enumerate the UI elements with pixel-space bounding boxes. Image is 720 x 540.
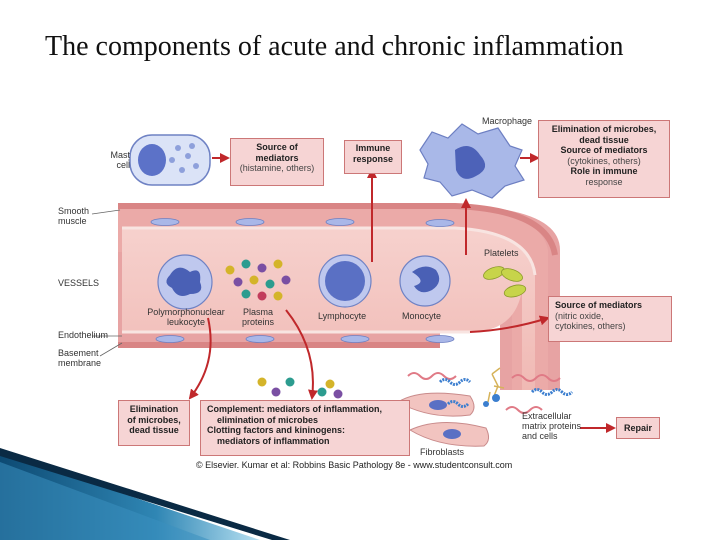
label-basement-membrane: Basement membrane xyxy=(58,348,102,368)
box-mast-mediators: Source of mediators (histamine, others) xyxy=(230,138,324,186)
box-macrophage-line4: (cytokines, others) xyxy=(567,155,641,166)
leader-lines xyxy=(91,159,130,357)
box-repair-label: Repair xyxy=(623,423,652,433)
box-repair: Repair xyxy=(616,417,660,439)
box-complement-line4: mediators of inflammation xyxy=(217,435,330,446)
arrow-monocyte-to-mediators xyxy=(469,315,550,333)
arrow-proteins-to-complement xyxy=(285,309,318,400)
box-monocyte-mediators-line2: (nitric oxide, xyxy=(555,310,604,321)
box-complement-line3: Clotting factors and kininogens: xyxy=(207,425,346,435)
box-macrophage-functions: Elimination of microbes, dead tissue Sou… xyxy=(538,120,670,198)
lymphocyte-icon xyxy=(318,254,372,308)
box-complement-line2: elimination of microbes xyxy=(217,414,319,425)
label-monocyte: Monocyte xyxy=(402,311,442,321)
box-elimination-line3: dead tissue xyxy=(129,425,179,435)
label-macrophage: Macrophage xyxy=(482,116,533,126)
box-monocyte-mediators-line1: Source of mediators xyxy=(555,300,643,310)
box-immune-response: Immune response xyxy=(344,140,402,174)
label-extracellular-matrix: Extracellular matrix proteins and cells xyxy=(522,411,582,441)
neutrophil-icon xyxy=(157,254,213,310)
box-monocyte-mediators-line3: cytokines, others) xyxy=(555,321,626,331)
box-monocyte-mediators: Source of mediators (nitric oxide, cytok… xyxy=(548,296,672,342)
box-macrophage-line6: response xyxy=(585,176,623,187)
box-elimination: Elimination of microbes, dead tissue xyxy=(118,400,190,446)
box-mast-mediators-line1: Source of xyxy=(256,142,298,152)
arrows xyxy=(188,153,616,433)
credit-line: © Elsevier. Kumar et al: Robbins Basic P… xyxy=(196,460,513,470)
extracellular-matrix-icon xyxy=(407,367,574,414)
box-mast-mediators-line3: (histamine, others) xyxy=(239,163,315,173)
label-platelets: Platelets xyxy=(484,248,519,258)
box-elimination-line2: of microbes, xyxy=(127,414,181,425)
label-polymorphonuclear: Polymorphonuclear leukocyte xyxy=(147,307,225,327)
box-elimination-line1: Elimination xyxy=(129,404,179,414)
box-macrophage-line3: Source of mediators xyxy=(560,145,648,155)
label-endothelium: Endothelium xyxy=(58,330,109,340)
mast-cell-icon xyxy=(129,134,211,186)
box-complement: Complement: mediators of inflammation, e… xyxy=(200,400,410,456)
platelets-icon xyxy=(483,266,527,298)
label-plasma-proteins: Plasma proteins xyxy=(241,307,275,327)
box-macrophage-line1: Elimination of microbes, xyxy=(551,124,657,134)
macrophage-icon xyxy=(419,123,525,199)
label-fibroblasts: Fibroblasts xyxy=(420,447,465,457)
monocyte-icon xyxy=(399,255,451,307)
box-immune-response-line2: response xyxy=(352,153,394,164)
box-macrophage-line2: dead tissue xyxy=(579,134,629,145)
slide-title: The components of acute and chronic infl… xyxy=(45,31,624,62)
box-immune-response-line1: Immune xyxy=(355,143,391,153)
label-mast-cell: Mast cell xyxy=(110,150,130,170)
label-smooth-muscle: Smooth muscle xyxy=(58,206,90,226)
box-complement-line1: Complement: mediators of inflammation, xyxy=(207,404,383,414)
slide-decoration-swoosh xyxy=(0,448,290,540)
extravasated-proteins xyxy=(257,377,343,399)
label-vessels: VESSELS xyxy=(58,278,100,288)
box-mast-mediators-line2: mediators xyxy=(255,152,299,163)
box-macrophage-line5: Role in immune xyxy=(570,166,638,176)
label-lymphocyte: Lymphocyte xyxy=(318,311,367,321)
plasma-proteins-icon xyxy=(225,259,291,301)
fibroblasts-icon xyxy=(397,392,490,447)
arrow-neutrophil-to-elimination xyxy=(188,317,212,400)
